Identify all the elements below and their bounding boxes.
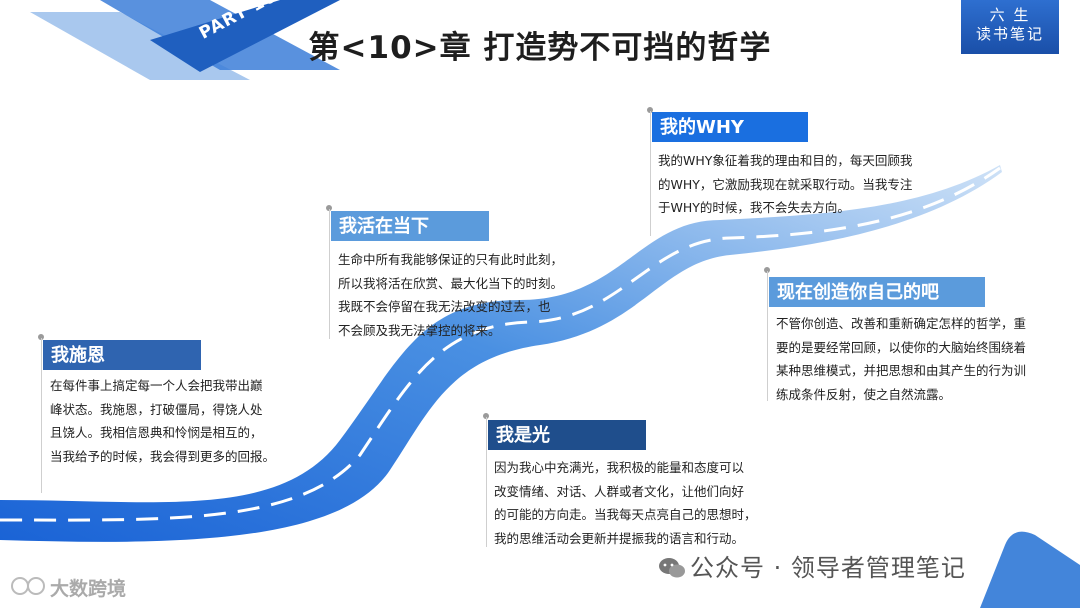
body-line: 我的思维活动会更新并提振我的语言和行动。: [494, 530, 745, 546]
body-line: 改变情绪、对话、人群或者文化，让他们向好: [494, 483, 745, 499]
pin-dot: [483, 413, 489, 419]
logo-icon: [11, 577, 45, 595]
section-title-shien: 我施恩: [43, 340, 201, 370]
body-line: 的WHY，它激励我现在就采取行动。当我专注: [658, 176, 913, 192]
section-body-shien: 在每件事上搞定每一个人会把我带出巅 峰状态。我施恩，打破僵局，得饶人处 且饶人。…: [50, 374, 275, 468]
pin-dot: [326, 205, 332, 211]
pin-line: [767, 271, 768, 401]
body-line: 不管你创造、改善和重新确定怎样的哲学，重: [776, 316, 1027, 331]
brand-line-1: 六 生: [989, 6, 1031, 24]
section-title-guang: 我是光: [488, 420, 646, 450]
corner-decoration: [980, 531, 1080, 608]
section-body-why: 我的WHY象征着我的理由和目的，每天回顾我 的WHY，它激励我现在就采取行动。当…: [658, 149, 912, 220]
pin-line: [41, 338, 42, 493]
body-line: 我既不会停留在我无法改变的过去，也: [338, 299, 551, 314]
logo-text: 大数跨境: [50, 578, 127, 600]
body-line: 生命中所有我能够保证的只有此时此刻，: [338, 252, 564, 267]
page-title: 第<10>章 打造势不可挡的哲学: [308, 30, 772, 66]
pin-line: [650, 111, 651, 236]
body-line: 且饶人。我相信恩典和怜悯是相互的，: [50, 425, 263, 440]
watermark-text: 公众号 · 领导者管理笔记: [690, 554, 966, 582]
body-line: 我的WHY象征着我的理由和目的，每天回顾我: [658, 153, 913, 168]
body-line: 因为我心中充满光，我积极的能量和态度可以: [494, 460, 745, 475]
body-line: 当我给予的时候，我会得到更多的回报。: [50, 448, 276, 464]
body-line: 练成条件反射，使之自然流露。: [776, 386, 952, 402]
pin-dot: [764, 267, 770, 273]
section-body-dangxia: 生命中所有我能够保证的只有此时此刻， 所以我将活在欣赏、最大化当下的时刻。 我既…: [338, 248, 563, 342]
wechat-icon: [659, 558, 685, 578]
pin-line: [486, 417, 487, 547]
pin-dot: [647, 107, 653, 113]
section-body-chuangzao: 不管你创造、改善和重新确定怎样的哲学，重 要的是要经常回顾，以使你的大脑始终围绕…: [776, 312, 1026, 406]
section-title-why: 我的WHY: [652, 112, 808, 142]
banner-ribbon: [30, 0, 340, 80]
body-line: 不会顾及我无法掌控的将来。: [338, 322, 501, 338]
section-body-guang: 因为我心中充满光，我积极的能量和态度可以 改变情绪、对话、人群或者文化，让他们向…: [494, 456, 757, 550]
brand-badge: 六 生 读书笔记: [961, 0, 1059, 54]
pin-dot: [38, 334, 44, 340]
body-line: 的可能的方向走。当我每天点亮自己的思想时，: [494, 507, 757, 522]
body-line: 峰状态。我施恩，打破僵局，得饶人处: [50, 401, 263, 417]
body-line: 所以我将活在欣赏、最大化当下的时刻。: [338, 275, 564, 291]
section-title-dangxia: 我活在当下: [331, 211, 489, 241]
body-line: 某种思维模式，并把思想和由其产生的行为训: [776, 363, 1027, 378]
pin-line: [329, 209, 330, 339]
brand-line-2: 读书笔记: [975, 25, 1044, 43]
body-line: 在每件事上搞定每一个人会把我带出巅: [50, 378, 263, 393]
body-line: 于WHY的时候，我不会失去方向。: [658, 200, 850, 215]
body-line: 要的是要经常回顾，以使你的大脑始终围绕着: [776, 339, 1027, 355]
section-title-chuangzao: 现在创造你自己的吧: [769, 277, 985, 307]
